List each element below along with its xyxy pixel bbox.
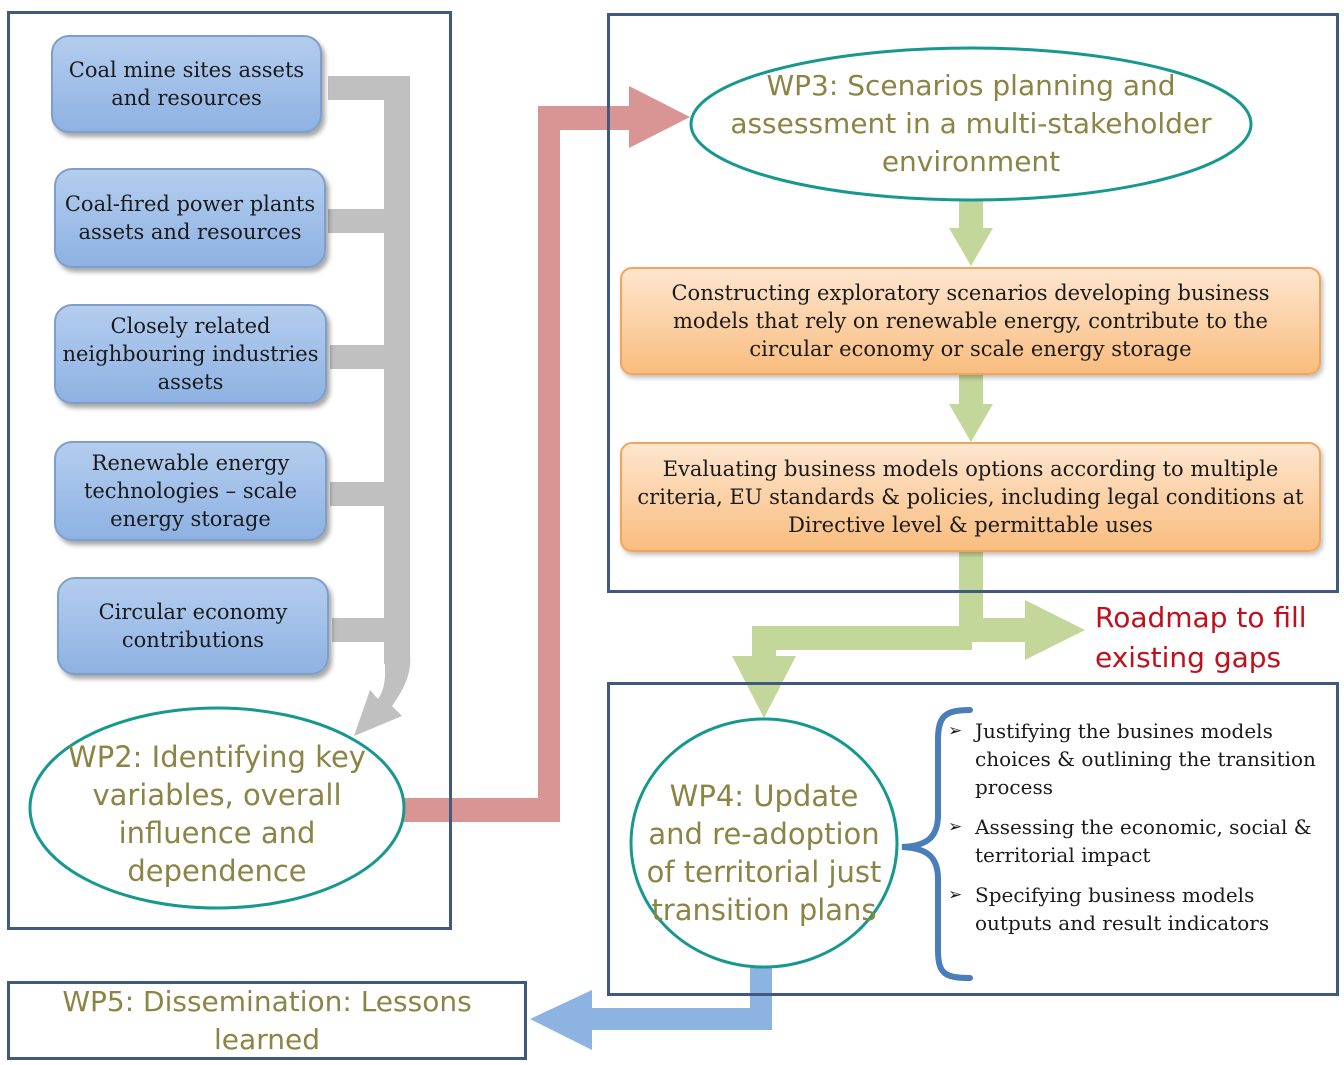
wp4-ellipse [629, 717, 899, 969]
bullet-item: ➢ Assessing the economic, social & terri… [948, 813, 1328, 869]
bullet-item: ➢ Justifying the busines models choices … [948, 717, 1328, 801]
arrow-bullet-icon: ➢ [948, 817, 963, 837]
roadmap-label: Roadmap to fill existing gaps [1095, 601, 1307, 674]
bullet-text: Justifying the busines models choices & … [975, 719, 1316, 799]
neighbouring-industries-box: Closely related neighbouring industries … [54, 304, 327, 404]
wp2-ellipse [28, 706, 406, 910]
bullet-text: Specifying business models outputs and r… [975, 883, 1270, 935]
wp2-title: WP2: Identifying key variables, overall … [68, 740, 366, 888]
blue-connector [530, 968, 772, 1050]
left-panel [7, 11, 452, 930]
coal-power-plants-box: Coal-fired power plants assets and resou… [54, 168, 326, 268]
arrow-bullet-icon: ➢ [948, 721, 963, 741]
coal-mine-sites-box: Coal mine sites assets and resources [51, 35, 322, 133]
circular-economy-box: Circular economy contributions [57, 577, 329, 675]
wp4-bullet-list: ➢ Justifying the busines models choices … [948, 717, 1328, 949]
wp4-panel [607, 682, 1339, 996]
evaluating-models-box: Evaluating business models options accor… [620, 442, 1321, 552]
green-connector [732, 200, 1085, 718]
bullet-text: Assessing the economic, social & territo… [975, 815, 1312, 867]
wp5-box: WP5: Dissemination: Lessons learned [7, 981, 527, 1060]
wp3-ellipse [689, 46, 1253, 202]
red-connector [404, 86, 690, 822]
gray-connector [328, 76, 411, 736]
curly-brace [901, 707, 973, 981]
bullet-item: ➢ Specifying business models outputs and… [948, 881, 1328, 937]
wp3-panel [607, 13, 1339, 593]
constructing-scenarios-box: Constructing exploratory scenarios devel… [620, 267, 1321, 375]
renewable-energy-box: Renewable energy technologies – scale en… [54, 441, 327, 541]
wp4-title: WP4: Update and re-adoption of territori… [646, 779, 882, 927]
arrow-bullet-icon: ➢ [948, 885, 963, 905]
wp3-title: WP3: Scenarios planning and assessment i… [730, 69, 1212, 178]
